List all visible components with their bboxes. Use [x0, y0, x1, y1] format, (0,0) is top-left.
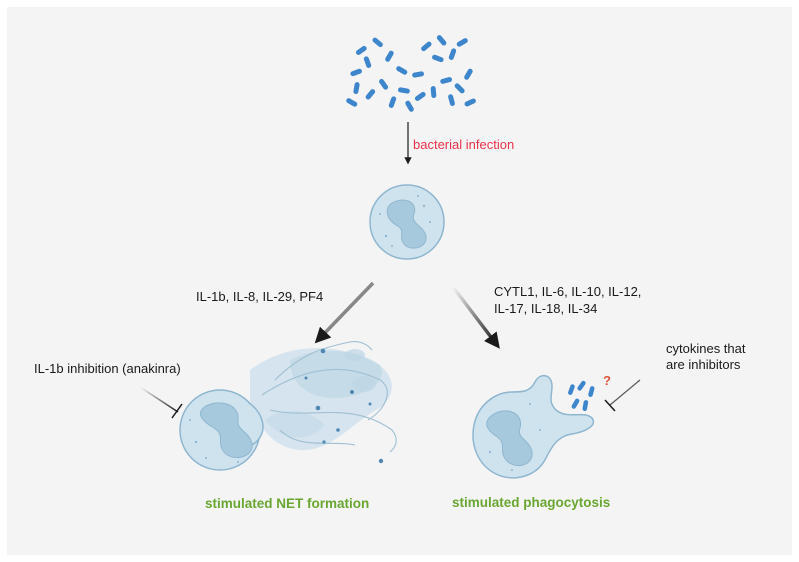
phagocytosis-arrow — [451, 285, 500, 349]
neutrophil-cell — [369, 184, 445, 260]
phago-cytokines-line2: IL-17, IL-18, IL-34 — [494, 301, 598, 316]
engulfed-bacteria — [568, 380, 595, 412]
net-formation-cell — [179, 341, 397, 471]
net-inhibitor-label: IL-1b inhibition (anakinra) — [34, 361, 181, 376]
phago-outcome-label: stimulated phagocytosis — [452, 495, 611, 510]
net-inhibition-line — [139, 386, 183, 419]
phagocytosis-inhibition-line — [604, 379, 641, 412]
net-arrow — [314, 281, 375, 344]
figure-background — [7, 7, 792, 555]
bacteria-cluster — [346, 35, 476, 112]
net-cytokines-label: IL-1b, IL-8, IL-29, PF4 — [196, 289, 324, 304]
net-outcome-label: stimulated NET formation — [205, 496, 370, 511]
phago-cytokines-line1: CYTL1, IL-6, IL-10, IL-12, — [494, 284, 642, 299]
phagocytosis-cell — [472, 374, 595, 479]
phago-inhibitor-line1: cytokines that — [666, 341, 746, 356]
infection-label: bacterial infection — [413, 137, 515, 152]
phago-inhibitor-line2: are inhibitors — [666, 357, 741, 372]
unknown-mark: ? — [603, 373, 611, 388]
